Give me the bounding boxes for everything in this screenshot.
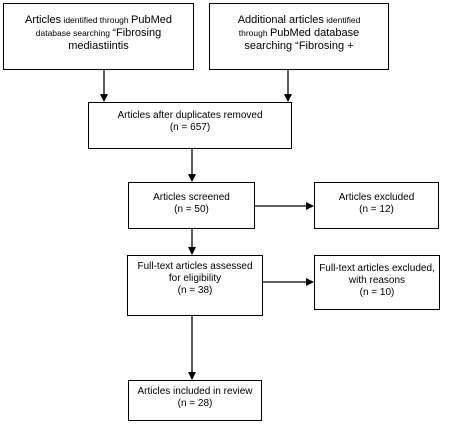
- box-fulltext-assessed: Full-text articles assessed for eligibil…: [127, 255, 263, 316]
- box-duplicates-removed: Articles after duplicates removed (n = 6…: [88, 102, 292, 149]
- box-included-count: (n = 28): [177, 398, 213, 409]
- box-fulltext-excluded-count: (n = 10): [359, 287, 395, 298]
- box-duplicates-count: (n = 657): [169, 122, 211, 133]
- box-fulltext-text-1: Full-text articles assessed: [137, 261, 253, 272]
- box-articles-included: Articles included in review (n = 28): [128, 380, 262, 421]
- box-fulltext-excluded-text-2: with reasons: [348, 275, 406, 286]
- box-fulltext-excluded-text-1: Full-text articles excluded,: [319, 263, 435, 274]
- box-identified-text-1a: Artic: [25, 14, 47, 26]
- box-additional-text-1a: Additional articles: [237, 14, 324, 26]
- box-identified-text-1b: les: [47, 14, 62, 26]
- box-articles-excluded: Articles excluded (n = 12): [314, 182, 439, 229]
- box-fulltext-count: (n = 38): [177, 285, 213, 296]
- box-additional-text-3: searching “Fibrosing +: [244, 40, 354, 52]
- box-excluded-text-1: Articles excluded: [338, 192, 415, 203]
- box-excluded-count: (n = 12): [359, 204, 394, 215]
- box-identified-text-2a: database searching: [35, 28, 113, 38]
- box-additional-text-2b: PubMed database: [269, 27, 360, 39]
- box-additional-text-1b: identified: [323, 15, 361, 25]
- box-identified-text-1d: PubMed: [131, 14, 172, 26]
- box-identified-text-2b: “Fibrosing: [112, 27, 162, 39]
- box-additional-articles: Additional articles identified through P…: [209, 3, 389, 70]
- box-identified-pubmed: Articles identified through PubMed datab…: [3, 3, 194, 70]
- box-articles-screened: Articles screened (n = 50): [128, 182, 255, 229]
- box-screened-text-1: Articles screened: [153, 192, 230, 203]
- box-included-text-1: Articles included in review: [137, 386, 253, 397]
- box-fulltext-excluded: Full-text articles excluded, with reason…: [314, 255, 440, 310]
- box-identified-text-1c: identified through: [61, 15, 132, 25]
- box-duplicates-text-1: Articles after duplicates removed: [117, 110, 263, 121]
- box-fulltext-text-2: for eligibility: [168, 273, 222, 284]
- box-identified-text-3: mediastiintis: [68, 40, 129, 52]
- box-additional-text-2a: through: [238, 28, 270, 38]
- box-screened-count: (n = 50): [174, 204, 209, 215]
